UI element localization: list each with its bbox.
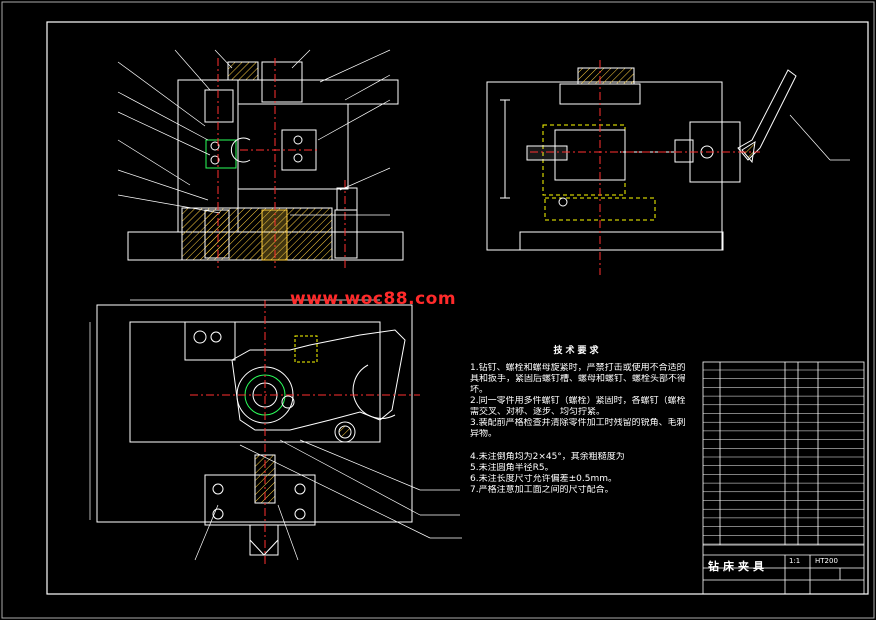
scale-value: 1:1 xyxy=(789,557,801,565)
drawing-title: 钻床夹具 xyxy=(708,560,768,573)
notes-title: 技术要求 xyxy=(553,346,602,356)
technical-requirements: 技术要求 1.钻钉、螺栓和螺母旋紧时，严禁打击或使用不合适的旋 具和扳手，紧固后… xyxy=(470,346,685,496)
note-line: 坏。 xyxy=(470,385,489,395)
note-line: 3.装配前严格检查并清除零件加工时残留的锐角、毛刺和 xyxy=(470,418,685,428)
note-line: 具和扳手，紧固后螺钉槽、螺母和螺钉、螺栓头部不得损 xyxy=(470,374,685,384)
parts-rows xyxy=(703,369,864,545)
drawing-frame xyxy=(46,21,869,595)
front-view xyxy=(117,49,404,268)
note-line: 5.未注圆角半径R5。 xyxy=(470,463,554,473)
note-line: 2.同一零件用多件螺钉（螺栓）紧固时，各螺钉（螺栓） xyxy=(470,396,685,406)
watermark-url: www.woc88.com xyxy=(290,289,457,309)
note-line: 7.严格注意加工面之间的尺寸配合。 xyxy=(470,485,614,495)
note-line: 1.钻钉、螺栓和螺母旋紧时，严禁打击或使用不合适的旋 xyxy=(470,363,685,373)
plan-view xyxy=(89,299,462,565)
note-line: 异物。 xyxy=(470,429,498,439)
note-line: 4.未注倒角均为2×45°，其余粗糙度为 xyxy=(470,452,625,462)
note-line: 需交叉、对称、逐步、均匀拧紧。 xyxy=(470,407,606,417)
material-value: HT200 xyxy=(815,557,838,565)
title-block xyxy=(703,544,864,594)
parts-list xyxy=(702,361,865,595)
note-line: 6.未注长度尺寸允许偏差±0.5mm。 xyxy=(470,474,617,484)
side-view xyxy=(486,60,850,275)
